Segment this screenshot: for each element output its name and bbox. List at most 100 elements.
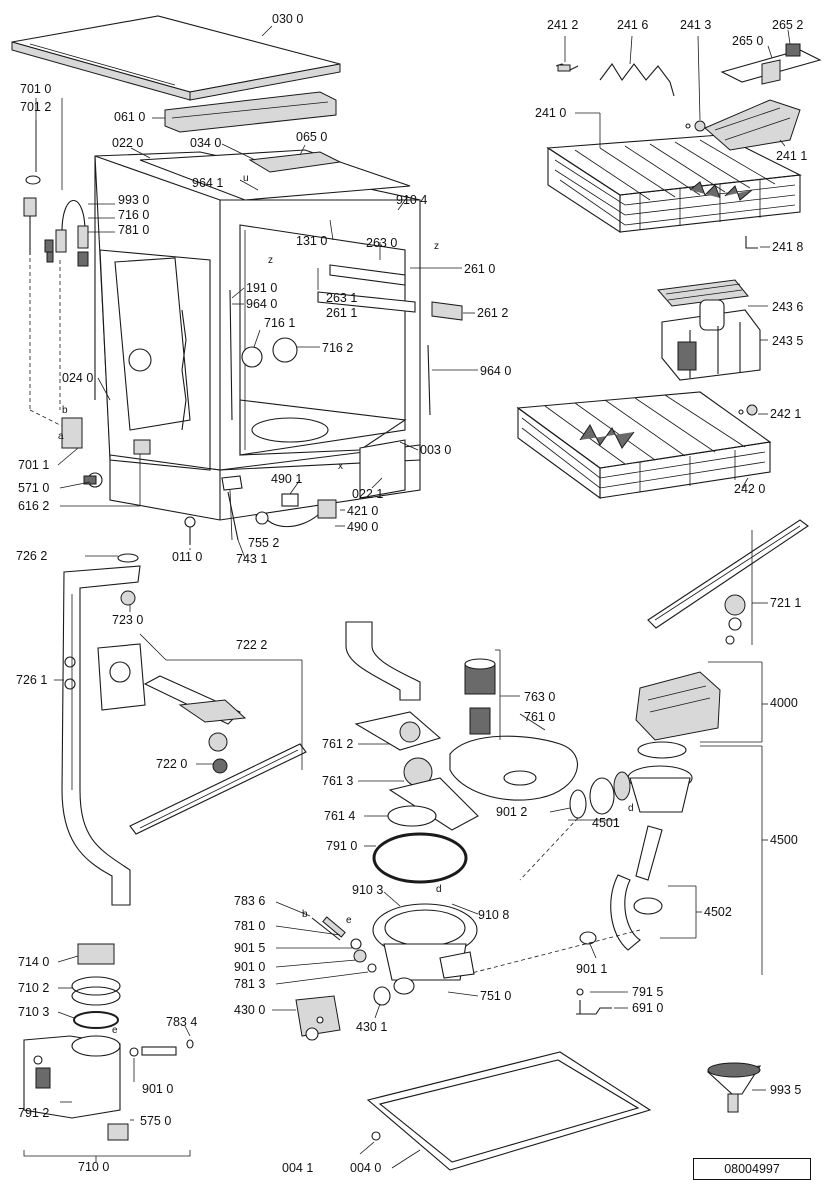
label-241-2: 241 2 xyxy=(547,18,579,32)
label-490-1: 490 1 xyxy=(271,472,303,486)
label-u: u xyxy=(243,173,249,184)
label-263-1: 263 1 xyxy=(326,291,358,305)
label-z-2: z xyxy=(434,241,439,252)
label-4000: 4000 xyxy=(770,696,798,710)
label-964-1: 964 1 xyxy=(192,176,224,190)
label-701-0: 701 0 xyxy=(20,82,52,96)
label-701-2: 701 2 xyxy=(20,100,52,114)
label-751-0: 751 0 xyxy=(480,989,512,1003)
sump-part xyxy=(311,903,478,995)
label-901-2: 901 2 xyxy=(496,805,528,819)
label-b-2: b xyxy=(302,909,308,920)
label-242-0: 242 0 xyxy=(734,482,766,496)
label-901-0-sump: 901 0 xyxy=(234,960,266,974)
label-791-5: 791 5 xyxy=(632,985,664,999)
label-993-5: 993 5 xyxy=(770,1083,802,1097)
label-241-3: 241 3 xyxy=(680,18,712,32)
label-723-0: 723 0 xyxy=(112,613,144,627)
label-e-1: e xyxy=(346,915,352,926)
label-964-0-mid: 964 0 xyxy=(246,297,278,311)
basket-wheel-part xyxy=(738,404,758,416)
label-783-6: 783 6 xyxy=(234,894,266,908)
label-910-4: 910 4 xyxy=(396,193,428,207)
label-242-1: 242 1 xyxy=(770,407,802,421)
label-243-6: 243 6 xyxy=(772,300,804,314)
label-4501: 4501 xyxy=(592,816,620,830)
label-722-2: 722 2 xyxy=(236,638,268,652)
cutlery-basket-part xyxy=(657,279,761,381)
hook-part xyxy=(745,236,758,249)
label-241-8: 241 8 xyxy=(772,240,804,254)
label-430-1: 430 1 xyxy=(356,1020,388,1034)
label-131-0: 131 0 xyxy=(296,234,328,248)
label-575-0: 575 0 xyxy=(140,1114,172,1128)
label-901-0-salt: 901 0 xyxy=(142,1082,174,1096)
label-061-0: 061 0 xyxy=(114,110,146,124)
upper-basket-accessories xyxy=(555,43,822,151)
label-022-1: 022 1 xyxy=(352,487,384,501)
label-261-1: 261 1 xyxy=(326,306,358,320)
label-011-0: 011 0 xyxy=(172,550,203,564)
upper-basket-part xyxy=(546,134,802,234)
tub-frame-part xyxy=(94,149,463,521)
base-plate-part xyxy=(366,1051,652,1171)
lower-left-small-parts xyxy=(61,417,337,545)
label-755-2: 755 2 xyxy=(248,536,280,550)
sensor-small-parts xyxy=(576,988,612,1015)
label-716-1: 716 1 xyxy=(264,316,296,330)
supply-pipe-part xyxy=(61,553,141,906)
lower-basket-part xyxy=(516,391,772,500)
label-761-3: 761 3 xyxy=(322,774,354,788)
label-761-0: 761 0 xyxy=(524,710,556,724)
label-b-1: b xyxy=(62,405,68,416)
label-964-0-right: 964 0 xyxy=(480,364,512,378)
label-430-0: 430 0 xyxy=(234,1003,266,1017)
label-781-0-top: 781 0 xyxy=(118,223,150,237)
label-721-1: 721 1 xyxy=(770,596,802,610)
label-761-4: 761 4 xyxy=(324,809,356,823)
label-022-0: 022 0 xyxy=(112,136,144,150)
label-726-2: 726 2 xyxy=(16,549,48,563)
document-number-box: 08004997 xyxy=(693,1158,811,1180)
label-722-0: 722 0 xyxy=(156,757,188,771)
label-4502: 4502 xyxy=(704,905,732,919)
label-901-1: 901 1 xyxy=(576,962,608,976)
label-263-0: 263 0 xyxy=(366,236,398,250)
label-065-0: 065 0 xyxy=(296,130,328,144)
label-4500: 4500 xyxy=(770,833,798,847)
label-571-0: 571 0 xyxy=(18,481,50,495)
label-243-5: 243 5 xyxy=(772,334,804,348)
label-261-2: 261 2 xyxy=(477,306,509,320)
label-743-1: 743 1 xyxy=(236,552,268,566)
label-d-1: d xyxy=(628,803,634,814)
label-024-0: 024 0 xyxy=(62,371,94,385)
center-pipe-part xyxy=(345,621,479,884)
label-034-0: 034 0 xyxy=(190,136,222,150)
label-763-0: 763 0 xyxy=(524,690,556,704)
label-761-2: 761 2 xyxy=(322,737,354,751)
funnel-part xyxy=(706,1062,762,1113)
label-421-0: 421 0 xyxy=(347,504,379,518)
upper-spray-arm-part xyxy=(97,643,307,835)
label-710-2: 710 2 xyxy=(18,981,50,995)
label-x: x xyxy=(338,461,343,472)
label-261-0: 261 0 xyxy=(464,262,496,276)
label-a-1: a xyxy=(58,431,64,442)
label-716-2: 716 2 xyxy=(322,341,354,355)
label-z-1: z xyxy=(268,255,273,266)
label-265-0: 265 0 xyxy=(732,34,764,48)
label-701-1: 701 1 xyxy=(18,458,50,472)
label-490-0: 490 0 xyxy=(347,520,379,534)
circulation-pump-part xyxy=(569,671,721,951)
top-lid-part xyxy=(11,15,341,101)
label-726-1: 726 1 xyxy=(16,673,48,687)
label-691-0: 691 0 xyxy=(632,1001,664,1015)
label-710-3: 710 3 xyxy=(18,1005,50,1019)
label-003-0: 003 0 xyxy=(420,443,452,457)
salt-container-part xyxy=(23,943,194,1141)
label-241-6: 241 6 xyxy=(617,18,649,32)
label-616-2: 616 2 xyxy=(18,499,50,513)
label-d-2: d xyxy=(436,884,442,895)
